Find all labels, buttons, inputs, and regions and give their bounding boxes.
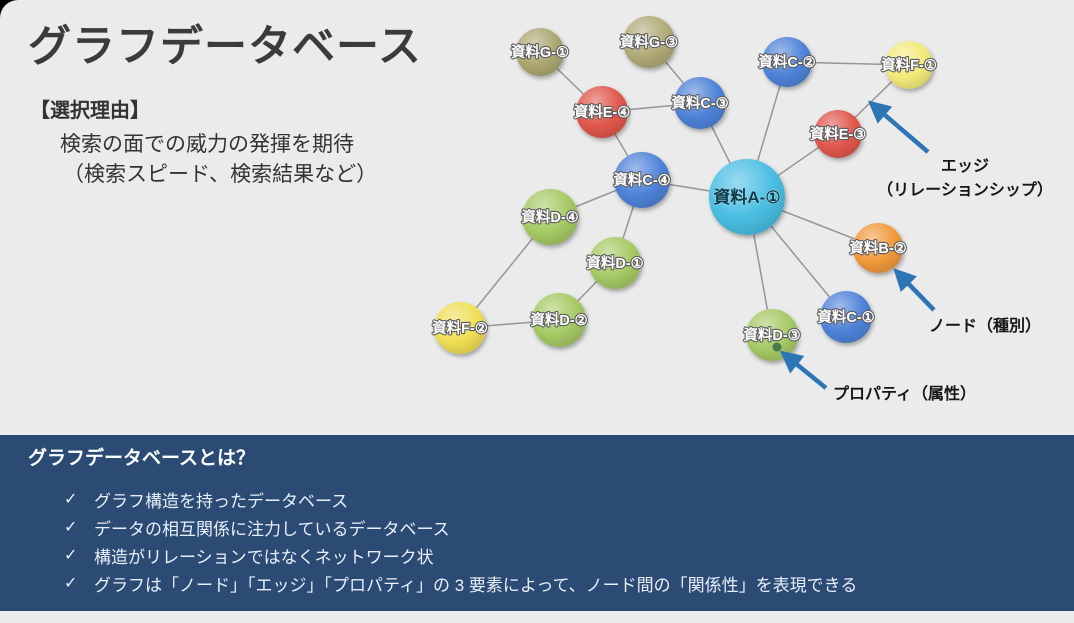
graph-node-label-F2: 資料F-②	[432, 319, 488, 337]
graph-node-label-B2: 資料B-②	[849, 239, 906, 257]
selection-reason-line: 検索の面での威力の発揮を期待	[60, 133, 354, 156]
graph-node-label-G3: 資料G-③	[620, 33, 678, 51]
graph-node-label-F1: 資料F-①	[881, 56, 937, 74]
graph-node-G1	[516, 28, 564, 76]
edge-annotation-text: （リレーションシップ）	[877, 180, 1053, 199]
definition-panel: グラフデータベースとは？ ✓ グラフ構造を持ったデータベース ✓ データの相互関係に注…	[0, 435, 1074, 611]
checklist: ✓ グラフ構造を持ったデータベース ✓ データの相互関係に注力しているデータベース ✓ 構…	[64, 485, 857, 597]
panel-title: グラフデータベースとは？	[28, 448, 256, 469]
graph-node-label-G1: 資料G-①	[511, 43, 569, 61]
selection-reason-line: （検索スピード、検索結果など）	[63, 163, 378, 186]
checklist-item: ✓ グラフ構造を持ったデータベース	[64, 485, 857, 513]
graph-node-D1	[589, 237, 641, 289]
graph-node-A1	[709, 159, 785, 235]
checklist-item: ✓ データの相互関係に注力しているデータベース	[64, 513, 857, 541]
graph-node-label-A1: 資料A-①	[713, 187, 780, 207]
checklist-item: ✓ 構造がリレーションではなくネットワーク状	[64, 541, 857, 569]
property-annotation-arrow	[779, 350, 828, 390]
checkmark-icon: ✓	[64, 519, 78, 536]
graph-node-C4	[614, 152, 670, 208]
graph-diagram: 資料G-① 資料G-③ 資料E-④ 資料C-③ 資料C-② 資料F-① 資料E-③ 資料A-①…	[431, 16, 1053, 403]
graph-node-label-C4: 資料C-④	[613, 171, 670, 189]
graph-node-label-C3: 資料C-③	[671, 94, 728, 112]
checklist-item-text: グラフは「ノード」「エッジ」「プロパティ」の 3 要素によって、ノード間の「関係…	[94, 575, 858, 595]
graph-node-label-D2: 資料D-②	[530, 311, 587, 329]
graph-node-label-E4: 資料E-④	[574, 103, 631, 121]
checklist-item: ✓ グラフは「ノード」「エッジ」「プロパティ」の 3 要素によって、ノード間の「関…	[64, 569, 857, 597]
graph-node-G3	[623, 16, 675, 68]
edge-annotation-text: エッジ	[941, 158, 989, 175]
checklist-item-text: グラフ構造を持ったデータベース	[94, 491, 349, 511]
selection-reason-heading: 【選択理由】	[30, 100, 150, 122]
graph-node-label-D3: 資料D-③	[743, 326, 800, 344]
property-dot	[772, 342, 782, 352]
graph-node-C3	[674, 77, 726, 129]
slide-title: グラフデータベース	[28, 23, 422, 71]
graph-node-C2	[762, 37, 812, 87]
graph-node-D4	[522, 189, 578, 245]
checkmark-icon: ✓	[64, 575, 78, 592]
graph-node-D2	[532, 293, 586, 347]
graph-node-E4	[576, 86, 628, 138]
graph-node-label-D4: 資料D-④	[521, 208, 578, 226]
node-annotation-text: ノード（種別）	[929, 316, 1041, 335]
graph-node-label-C1: 資料C-①	[817, 308, 874, 326]
graph-node-F1	[885, 41, 933, 89]
edge-annotation-arrow	[867, 100, 930, 154]
checkmark-icon: ✓	[64, 547, 78, 564]
checkmark-icon: ✓	[64, 491, 78, 508]
graph-node-label-D1: 資料D-①	[586, 254, 643, 272]
checklist-item-text: 構造がリレーションではなくネットワーク状	[94, 547, 434, 567]
graph-node-C1	[820, 291, 872, 343]
property-annotation-text: プロパティ（属性）	[833, 384, 976, 403]
graph-node-B2	[853, 223, 903, 273]
graph-node-D3	[746, 309, 798, 361]
graph-node-F2	[434, 302, 486, 354]
graph-node-label-C2: 資料C-②	[758, 53, 815, 71]
node-annotation-arrow	[893, 268, 936, 312]
checklist-item-text: データの相互関係に注力しているデータベース	[94, 519, 450, 539]
graph-node-label-E3: 資料E-③	[810, 125, 867, 143]
graph-node-E3	[814, 110, 862, 158]
